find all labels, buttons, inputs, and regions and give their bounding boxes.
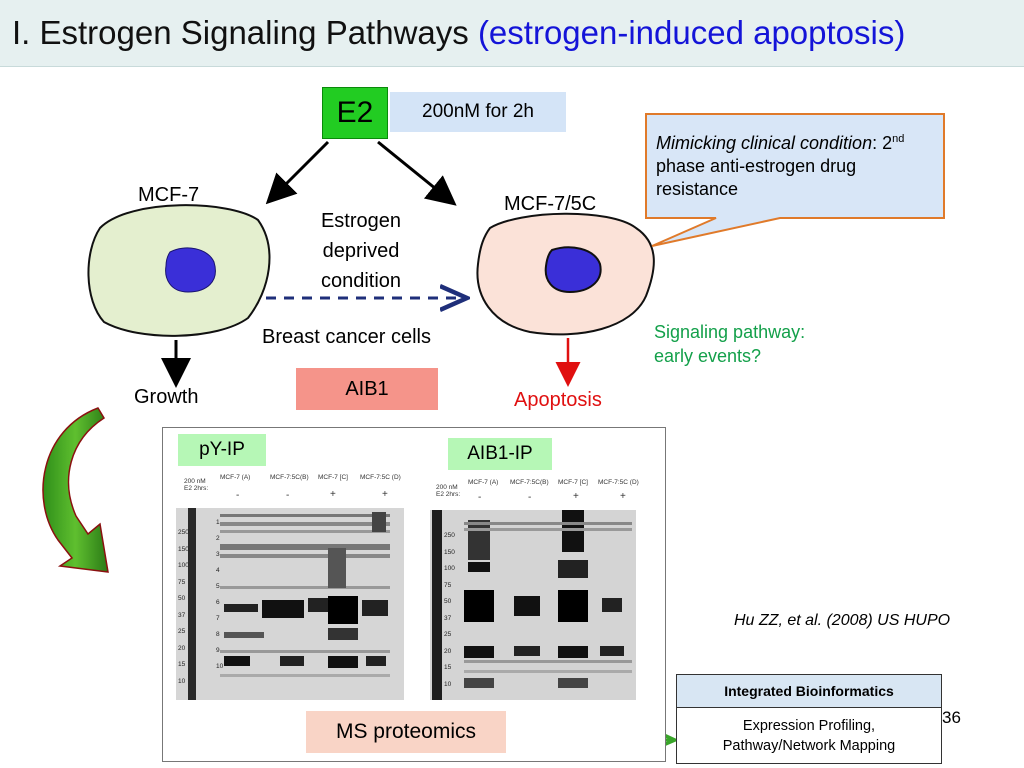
signaling-note: Signaling pathway: early events?	[654, 322, 806, 366]
gel-left-sign-b: -	[286, 490, 290, 501]
gel-right-lane-b: MCF-7:5C(B)	[510, 479, 549, 486]
mcf7-5c-nucleus	[544, 246, 602, 294]
gel-tag-py-ip: pY-IP	[178, 434, 266, 466]
ms-proteomics-box: MS proteomics	[306, 711, 506, 753]
outcome-apoptosis: Apoptosis	[514, 389, 602, 411]
bioinformatics-header: Integrated Bioinformatics	[677, 675, 941, 708]
arrow-e2-to-mcf7	[265, 140, 330, 205]
curved-arrow-icon	[42, 407, 109, 573]
gel-right-image	[430, 510, 636, 700]
gel-right-lane-a: MCF-7 (A)	[468, 479, 499, 486]
gel-tag-aib1-ip: AIB1-IP	[448, 438, 552, 470]
title-bar	[0, 0, 1024, 67]
gel-left-sign-d: +	[382, 489, 388, 500]
citation: Hu ZZ, et al. (2008) US HUPO	[734, 612, 951, 629]
gel-left-lane-d: MCF-7:5C (D)	[360, 474, 401, 481]
gel-right-lane-d: MCF-7:5C (D)	[598, 479, 639, 486]
gel-right-bands	[430, 510, 636, 700]
gel-right-lane-c: MCF-7 [C]	[558, 479, 588, 486]
dose-box: 200nM for 2h	[390, 92, 566, 132]
gel-left-sign-a: -	[236, 490, 240, 501]
title-subtitle: (estrogen-induced apoptosis)	[477, 14, 906, 51]
gel-right-sign-d: +	[620, 491, 626, 502]
page-number: 36	[942, 708, 961, 727]
callout-box	[645, 113, 945, 247]
gel-left-band-numbers: 1 2 3 4 5 6 7 8 9 10	[216, 519, 224, 670]
gel-right-sign-a: -	[478, 492, 482, 503]
slide-title: I. Estrogen Signaling Pathways (estrogen…	[12, 14, 905, 52]
gel-left-sign-c: +	[330, 489, 336, 500]
gel-left-lane-a: MCF-7 (A)	[220, 474, 251, 481]
gel-right-sign-c: +	[573, 491, 579, 502]
group-label: Breast cancer cells	[262, 326, 431, 348]
gel-right-markers: 250 150 100 75 50 37 25 20 15 10	[444, 532, 455, 688]
gel-left-image	[176, 508, 404, 700]
gel-left-bands	[176, 508, 404, 700]
gel-left-lane-b: MCF-7:5C(B)	[270, 474, 309, 481]
mcf7-nucleus	[165, 247, 216, 293]
aib1-box: AIB1	[296, 368, 438, 410]
bioinformatics-box: Integrated Bioinformatics Expression Pro…	[676, 674, 942, 764]
e2-box: E2	[322, 87, 388, 139]
title-main: I. Estrogen Signaling Pathways	[12, 14, 478, 51]
gel-left-lane-c: MCF-7 [C]	[318, 474, 348, 481]
outcome-growth: Growth	[134, 386, 199, 408]
callout-text: Mimicking clinical condition: 2nd phase …	[656, 133, 905, 199]
condition-label: Estrogen deprived condition	[320, 210, 402, 292]
cell-label-mcf7: MCF-7	[138, 184, 200, 206]
gel-right-sign-b: -	[528, 492, 532, 503]
cell-label-mcf7-5c: MCF-7/5C	[504, 193, 597, 215]
arrow-e2-to-mcf7-5c	[377, 140, 457, 206]
bioinformatics-body: Expression Profiling, Pathway/Network Ma…	[722, 718, 896, 754]
gel-left-markers: 250 150 100 75 50 37 25 20 15 10	[178, 529, 189, 685]
